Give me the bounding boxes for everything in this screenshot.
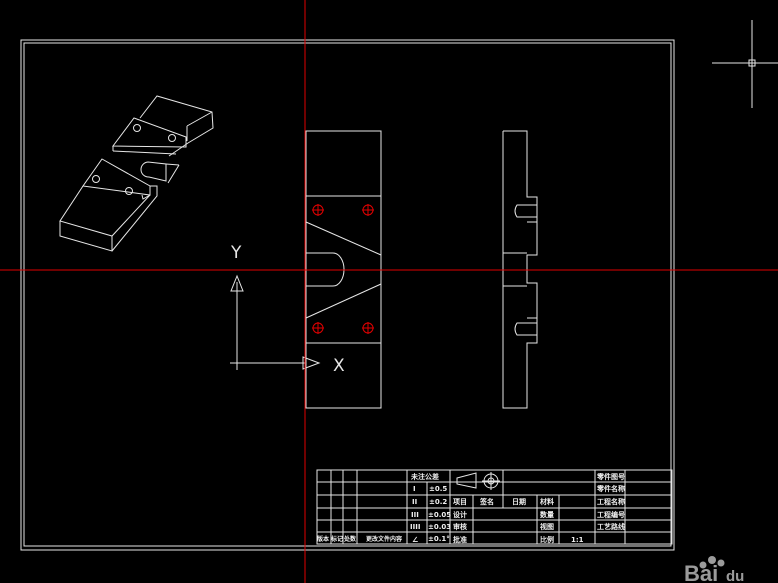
- ucs-y-label: Y: [230, 243, 242, 263]
- prop-material: 材料: [539, 497, 554, 506]
- role-design: 设计: [453, 510, 467, 519]
- prop-quantity: 数量: [540, 510, 554, 519]
- roughness-value: ±0.1°: [428, 535, 450, 543]
- baidu-watermark: Bai du: [684, 556, 744, 583]
- tol-value: ±0.5: [429, 485, 447, 493]
- part-drawing-no: 零件图号: [596, 472, 625, 481]
- watermark-text: Bai: [684, 561, 718, 583]
- isometric-view: [59, 95, 214, 252]
- title-block: [316, 469, 673, 545]
- tol-value: ±0.2: [429, 498, 447, 506]
- tol-grade: II: [412, 498, 417, 506]
- rev-mark: 标记: [330, 535, 343, 543]
- header-item: 项目: [453, 497, 467, 506]
- ucs-x-label: X: [333, 356, 345, 376]
- title-block-text: 未注公差 I ±0.5 II ±0.2 III ±0.05 IIII ±0.03…: [316, 472, 625, 544]
- role-review: 审核: [453, 522, 467, 531]
- side-view: [502, 130, 538, 409]
- scale-value: 1:1: [571, 536, 584, 544]
- header-date: 日期: [512, 497, 526, 506]
- prop-scale: 比例: [540, 535, 554, 544]
- hole-markers: [312, 204, 374, 334]
- cursor-crosshair-icon: [712, 20, 778, 108]
- part-name: 零件名称: [596, 484, 625, 493]
- header-signature: 签名: [479, 497, 494, 506]
- rev-version: 版本: [316, 535, 330, 543]
- tol-grade: III: [411, 511, 419, 519]
- ucs-icon: [230, 274, 321, 370]
- roughness-symbol: ∠: [412, 536, 418, 544]
- tol-value: ±0.03: [428, 523, 451, 531]
- tol-grade: I: [413, 485, 416, 493]
- process-route: 工艺路线: [597, 522, 625, 531]
- tol-value: ±0.05: [428, 511, 451, 519]
- role-approve: 批准: [453, 535, 467, 544]
- rev-count: 处数: [343, 535, 357, 543]
- outer-border: [20, 39, 675, 551]
- tol-grade: IIII: [410, 523, 420, 531]
- tolerance-header: 未注公差: [411, 472, 439, 481]
- inner-border: [23, 42, 672, 547]
- project-name: 工程名称: [597, 497, 625, 506]
- watermark-suffix: du: [726, 568, 744, 583]
- prop-view: 视图: [540, 522, 554, 531]
- project-no: 工程编号: [597, 510, 625, 519]
- rev-content: 更改文件内容: [366, 535, 402, 543]
